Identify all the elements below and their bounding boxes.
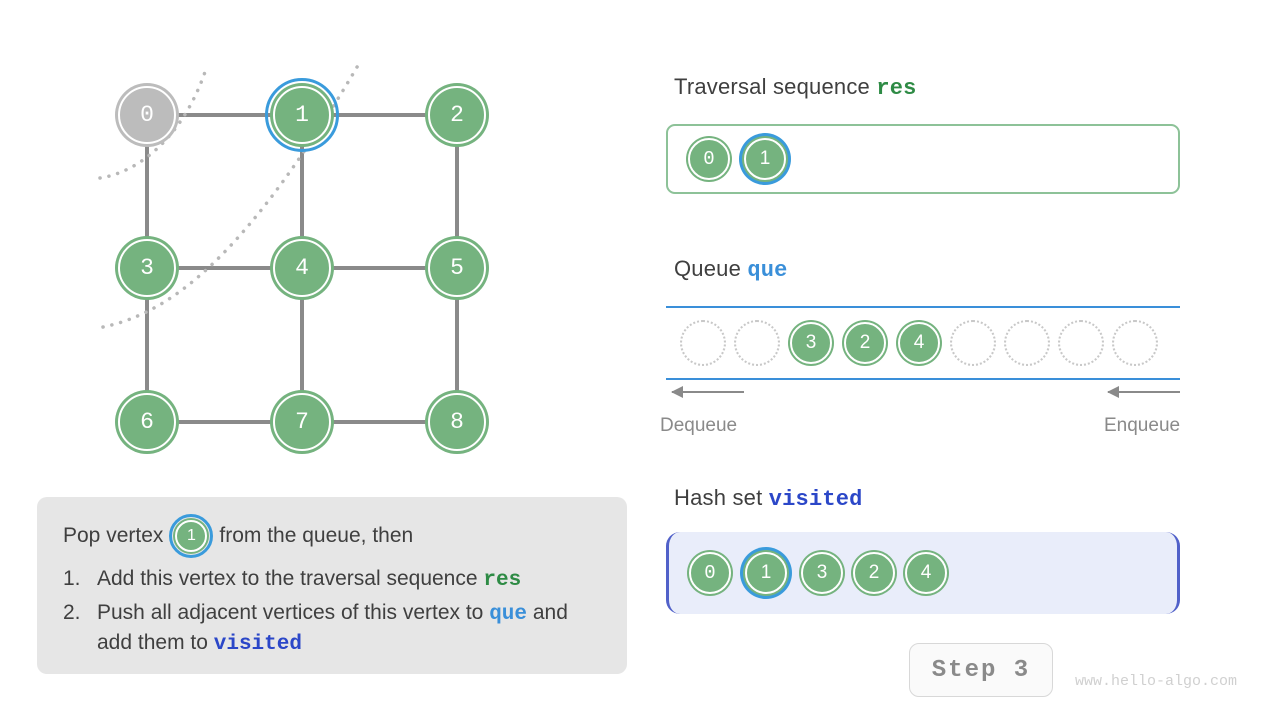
graph-node-6[interactable]: 6	[115, 390, 179, 454]
hashset-item-4[interactable]: 4	[903, 550, 949, 596]
queue-section-title: Queue que	[674, 256, 788, 283]
queue-slot-7[interactable]	[1058, 320, 1104, 366]
res-item-1[interactable]: 1	[742, 136, 788, 182]
node-label: 0	[140, 102, 154, 128]
caption-step-number: 2.	[63, 600, 81, 624]
hashset-title-keyword: visited	[768, 487, 863, 512]
chip-label: 4	[920, 562, 932, 583]
graph-node-8[interactable]: 8	[425, 390, 489, 454]
chip-label: 3	[805, 332, 817, 353]
caption-text-run: que	[489, 602, 528, 626]
caption-text-run: Add this vertex to the traversal sequenc…	[97, 567, 484, 590]
chip-inner-ring	[744, 138, 786, 180]
chip-inner-ring	[745, 552, 787, 594]
graph-node-1[interactable]: 1	[265, 78, 339, 152]
queue-arrow-row	[660, 385, 1180, 405]
queue-bottom-rule	[666, 378, 1180, 380]
node-label: 6	[140, 409, 154, 435]
caption-text-run: Push all adjacent vertices of this verte…	[97, 600, 490, 624]
queue-slot-6[interactable]	[1004, 320, 1050, 366]
chip-label: 0	[704, 562, 716, 584]
caption-head-before: Pop vertex	[63, 524, 164, 547]
graph-node-2[interactable]: 2	[425, 83, 489, 147]
caption-text-run: res	[483, 569, 522, 592]
queue-slots: 3 2 4	[680, 306, 1158, 380]
queue-top-rule	[666, 306, 1180, 308]
graph-node-3[interactable]: 3	[115, 236, 179, 300]
res-title-prefix: Traversal sequence	[674, 74, 870, 99]
res-section-title: Traversal sequence res	[674, 74, 917, 101]
hashset-section-title: Hash set visited	[674, 485, 863, 512]
node-label: 2	[450, 102, 464, 128]
queue-slot-2[interactable]: 3	[788, 320, 834, 366]
caption-box: Pop vertex 1 from the queue, then 1. Add …	[37, 497, 627, 674]
caption-step-number: 1.	[63, 567, 81, 590]
chip-label: 3	[816, 562, 828, 583]
queue-slot-4[interactable]: 4	[896, 320, 942, 366]
queue-title-prefix: Queue	[674, 256, 742, 281]
chip-inner-ring	[689, 552, 731, 594]
frontier-curves-group	[98, 60, 362, 329]
queue-container: 3 2 4	[666, 306, 1180, 380]
chip-label: 2	[868, 562, 880, 583]
dequeue-label: Dequeue	[660, 415, 738, 436]
chip-inner-ring	[844, 322, 886, 364]
res-title-keyword: res	[876, 76, 917, 101]
hashset-container: 0 1 3 2 4	[666, 532, 1180, 614]
queue-slot-5[interactable]	[950, 320, 996, 366]
chip-inner-ring	[853, 552, 895, 594]
graph-panel: 0 1 2 3 4 5 6 7 8	[0, 0, 640, 480]
enqueue-label: Enqueue	[1104, 415, 1181, 436]
chip-label: 1	[760, 562, 772, 583]
queue-slot-1[interactable]	[734, 320, 780, 366]
chip-inner-ring	[905, 552, 947, 594]
graph-node-5[interactable]: 5	[425, 236, 489, 300]
graph-node-7[interactable]: 7	[270, 390, 334, 454]
hashset-title-prefix: Hash set	[674, 485, 763, 510]
caption-step-text: Push all adjacent vertices of this verte…	[97, 599, 601, 659]
hashset-item-3[interactable]: 3	[799, 550, 845, 596]
queue-title-keyword: que	[747, 258, 788, 283]
caption-step: 2. Push all adjacent vertices of this ver…	[63, 599, 601, 659]
hashset-item-1[interactable]: 1	[743, 550, 789, 596]
caption-text-run: visited	[213, 632, 302, 656]
graph-node-0[interactable]: 0	[115, 83, 179, 147]
chip-inner-ring	[898, 322, 940, 364]
hashset-item-2[interactable]: 2	[851, 550, 897, 596]
queue-slot-3[interactable]: 2	[842, 320, 888, 366]
caption-vertex-chip: 1	[169, 514, 214, 558]
node-label: 8	[450, 409, 464, 435]
node-label: 5	[450, 255, 464, 281]
chip-label: 1	[759, 148, 771, 169]
queue-slot-8[interactable]	[1112, 320, 1158, 366]
node-label: 4	[295, 255, 309, 281]
step-badge: Step 3	[909, 643, 1053, 697]
node-label: 1	[295, 102, 309, 128]
caption-headline: Pop vertex 1 from the queue, then	[63, 514, 601, 558]
hashset-item-0[interactable]: 0	[687, 550, 733, 596]
res-item-0[interactable]: 0	[686, 136, 732, 182]
caption-head-after: from the queue, then	[219, 524, 414, 547]
caption-step-text: Add this vertex to the traversal sequenc…	[97, 565, 601, 595]
chip-inner-ring	[801, 552, 843, 594]
chip-inner-ring	[688, 138, 730, 180]
enqueue-arrow-icon	[1107, 386, 1180, 398]
chip-inner-ring	[790, 322, 832, 364]
chip-label: 4	[913, 332, 925, 353]
chip-label: 1	[186, 527, 196, 544]
graph-node-4[interactable]: 4	[270, 236, 334, 300]
node-label: 3	[140, 255, 154, 281]
caption-step-list: 1. Add this vertex to the traversal seque…	[63, 565, 601, 659]
node-label: 7	[295, 409, 309, 435]
chip-label: 0	[703, 148, 715, 170]
dequeue-arrow-icon	[671, 386, 744, 398]
caption-text-run: and add them to	[97, 600, 568, 654]
queue-slot-0[interactable]	[680, 320, 726, 366]
caption-step: 1. Add this vertex to the traversal seque…	[63, 565, 601, 595]
frontier-curve	[98, 64, 209, 180]
chip-label: 2	[859, 332, 871, 353]
watermark: www.hello-algo.com	[1075, 673, 1238, 690]
